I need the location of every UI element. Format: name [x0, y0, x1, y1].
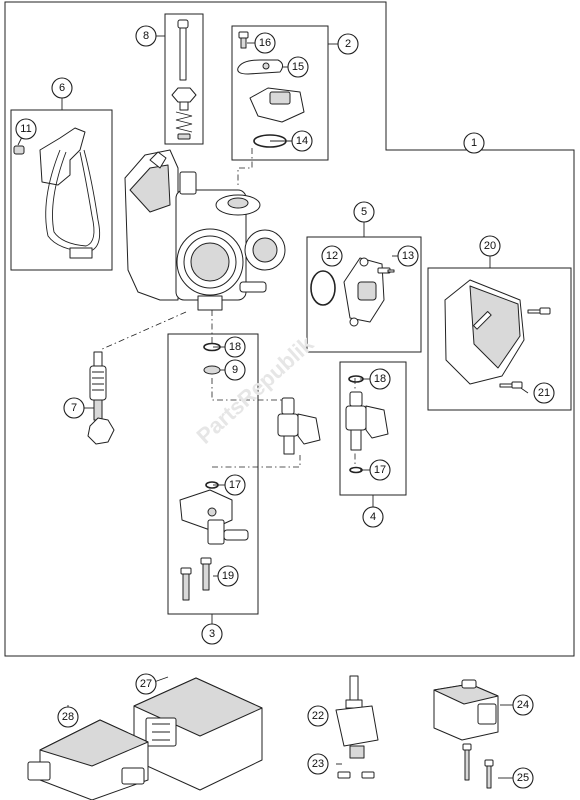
callout-25: 25: [512, 767, 534, 789]
injector-7-part: [87, 351, 115, 445]
callout-4: 4: [362, 506, 384, 528]
callout-6: 6: [51, 77, 73, 99]
svg-text:17: 17: [374, 464, 386, 476]
svg-text:22: 22: [312, 710, 324, 722]
svg-text:9: 9: [232, 364, 238, 376]
callout-23: 23: [307, 753, 329, 775]
group-20-frame: [427, 267, 572, 411]
svg-text:14: 14: [296, 135, 308, 147]
callout-15: 15: [287, 56, 309, 78]
svg-text:11: 11: [20, 123, 31, 135]
callout-18-group-3: 18: [224, 336, 246, 358]
svg-text:4: 4: [370, 511, 376, 523]
callout-19: 19: [217, 565, 239, 587]
callout-17-group-3: 17: [224, 474, 246, 496]
callout-7: 7: [63, 397, 85, 419]
callout-20: 20: [479, 235, 501, 257]
callout-3: 3: [201, 623, 223, 645]
svg-text:8: 8: [143, 30, 149, 42]
callout-12: 12: [321, 245, 343, 267]
callout-11: 11: [15, 118, 37, 140]
module-28-part: [27, 719, 149, 800]
svg-text:15: 15: [292, 61, 304, 73]
sensor-24-part: [433, 679, 499, 789]
svg-text:28: 28: [62, 711, 74, 723]
callout-14: 14: [291, 130, 313, 152]
svg-text:24: 24: [517, 699, 529, 711]
group-3-frame: [167, 333, 259, 615]
svg-text:23: 23: [312, 758, 324, 770]
callout-5: 5: [353, 201, 375, 223]
svg-text:21: 21: [538, 387, 550, 399]
callout-21: 21: [533, 382, 555, 404]
sensor-kit-2-part: [237, 31, 305, 148]
injector-group-4-part: [345, 375, 389, 474]
svg-text:1: 1: [471, 137, 477, 149]
cable-bracket-6-part: [13, 127, 101, 259]
svg-text:16: 16: [259, 37, 271, 49]
svg-text:3: 3: [209, 628, 215, 640]
callout-18-group-4: 18: [369, 368, 391, 390]
callout-28: 28: [57, 706, 79, 728]
callout-8: 8: [135, 25, 157, 47]
assembly-1-outline: [4, 1, 575, 657]
callout-9: 9: [224, 359, 246, 381]
ecu-27-part: [133, 677, 263, 791]
callout-27: 27: [135, 673, 157, 695]
svg-text:20: 20: [484, 240, 496, 252]
throttle-body-part: [124, 149, 286, 311]
svg-text:18: 18: [229, 341, 241, 353]
sensor-5-part: [310, 257, 395, 327]
svg-text:7: 7: [71, 402, 77, 414]
svg-text:27: 27: [140, 678, 152, 690]
svg-text:6: 6: [59, 82, 65, 94]
group-8-frame: [164, 13, 204, 145]
svg-text:17: 17: [229, 479, 241, 491]
callout-13: 13: [397, 245, 419, 267]
sensor-22-part: [335, 675, 379, 779]
svg-text:12: 12: [326, 250, 338, 262]
callout-16: 16: [254, 32, 276, 54]
svg-text:2: 2: [345, 38, 351, 50]
svg-text:5: 5: [361, 206, 367, 218]
group-2-frame: [231, 25, 329, 161]
callout-2: 2: [337, 33, 359, 55]
callout-17-group-4: 17: [369, 459, 391, 481]
svg-text:18: 18: [374, 373, 386, 385]
callout-24: 24: [512, 694, 534, 716]
callout-22: 22: [307, 705, 329, 727]
svg-text:13: 13: [402, 250, 414, 262]
group-6-frame: [10, 109, 113, 271]
sensor-cover-20-part: [444, 279, 551, 389]
svg-text:25: 25: [517, 772, 529, 784]
svg-text:19: 19: [222, 570, 234, 582]
bolt-kit-8-part: [171, 19, 197, 140]
callout-1: 1: [463, 132, 485, 154]
injector-group-3-part: [179, 342, 321, 601]
